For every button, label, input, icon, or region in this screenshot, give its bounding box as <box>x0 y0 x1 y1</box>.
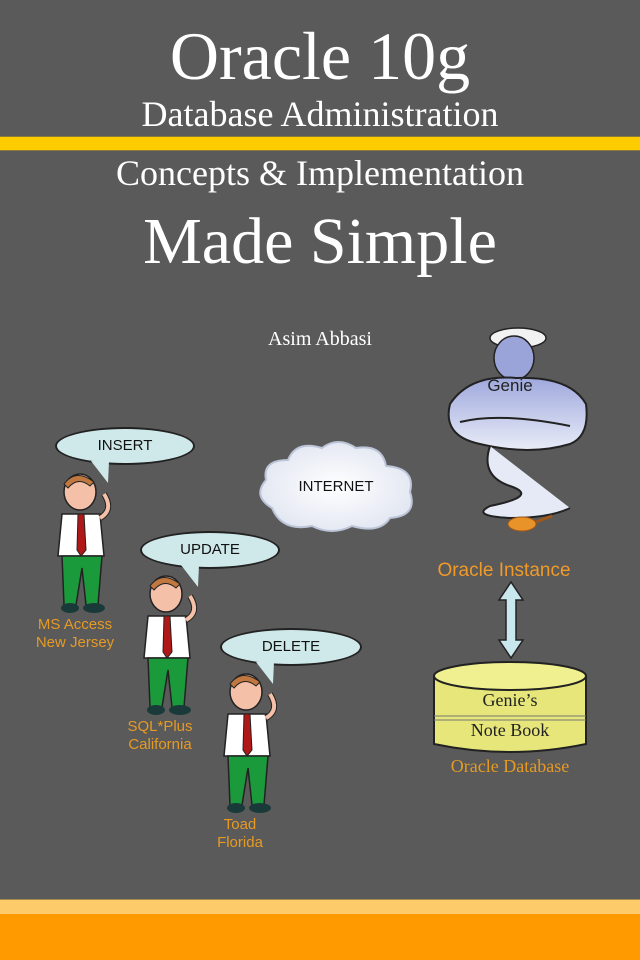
oracle-instance-label: Oracle Instance <box>437 560 571 581</box>
title-database-administration: Database Administration <box>141 94 499 134</box>
speech-bubble-insert: INSERT <box>55 427 195 483</box>
speech-bubble-delete: DELETE <box>220 628 362 684</box>
bubble-text: DELETE <box>220 628 362 666</box>
double-arrow-icon <box>497 580 525 660</box>
subtitle-made-simple: Made Simple <box>143 205 497 278</box>
author-name: Asim Abbasi <box>268 328 372 350</box>
location-name: New Jersey <box>35 634 115 651</box>
database-icon <box>433 661 587 753</box>
speech-bubble-update: UPDATE <box>140 531 280 587</box>
user-label-2: SQL*Plus California <box>105 718 215 754</box>
location-name: California <box>128 736 192 753</box>
person-icon <box>143 575 198 715</box>
tool-name: SQL*Plus <box>127 718 193 735</box>
oracle-database-label: Oracle Database <box>450 756 570 776</box>
tool-name: Toad <box>223 816 257 833</box>
tool-name: MS Access <box>37 616 113 633</box>
bottom-light-band <box>0 899 640 914</box>
person-icon <box>223 673 278 813</box>
person-icon <box>57 473 112 613</box>
location-name: Florida <box>217 834 263 851</box>
user-label-3: Toad Florida <box>185 816 295 852</box>
subtitle-concepts: Concepts & Implementation <box>116 153 524 193</box>
title-oracle-10g: Oracle 10g <box>169 18 471 94</box>
cloud-icon <box>259 441 413 532</box>
database-text-line1: Genie’s <box>482 690 538 710</box>
cloud-label: INTERNET <box>298 478 374 495</box>
bottom-orange-band <box>0 914 640 960</box>
user-label-1: MS Access New Jersey <box>20 616 130 652</box>
bubble-text: UPDATE <box>140 531 280 569</box>
genie-label: Genie <box>487 376 533 395</box>
yellow-divider <box>0 136 640 151</box>
database-text-line2: Note Book <box>470 720 550 740</box>
bubble-text: INSERT <box>55 427 195 465</box>
genie-icon <box>447 327 588 532</box>
